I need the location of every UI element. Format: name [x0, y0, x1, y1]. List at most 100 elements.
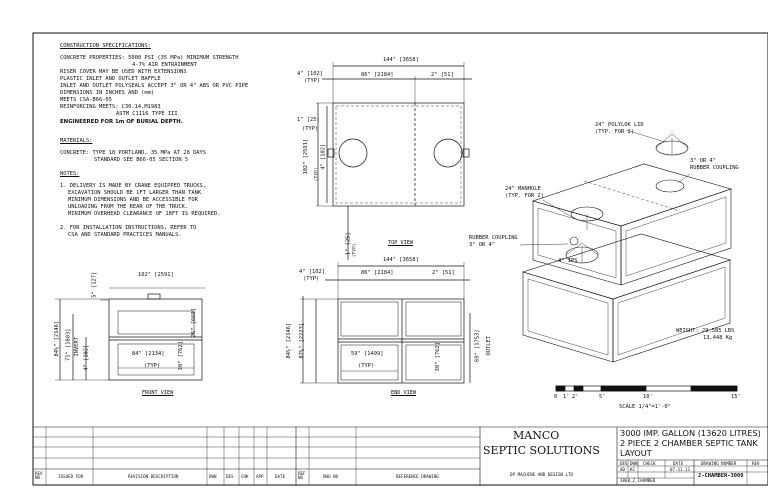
manhole-label: 24" MANHOLE — [505, 186, 541, 192]
dim-front-height: 84½" [2146] — [54, 320, 61, 357]
spec-line: REINFORCING MEETS: C30.14.M1983 — [60, 104, 161, 110]
note-line: EXCAVATION SHOULD BE 1FT LARGER THAN TAN… — [68, 190, 202, 196]
invert-label: INVERT — [74, 336, 81, 357]
note-line: UNLOADING FROM THE REAR OF THE TRUCK. — [68, 204, 189, 210]
weight-kg: 13,448 Kg — [703, 335, 733, 341]
dim-end-overall: 144" [3658] — [383, 257, 419, 263]
drawing-title: LAYOUT — [620, 448, 652, 458]
drawing-title: 3000 IMP. GALLON (13620 LITRES) — [620, 428, 761, 438]
dim-end-wall: 4" [102] — [299, 269, 325, 275]
col-date: DATE — [673, 461, 684, 466]
col-rev-no: REV NO — [35, 471, 43, 481]
end-view-outline — [337, 298, 465, 384]
dim-end-outer-height: 87½" [2223] — [299, 322, 306, 359]
col-issued-for: ISSUED FOR — [58, 474, 84, 479]
dim-outlet-height: 69" [1753] — [474, 329, 481, 362]
dim-front-bottom: 84" [2134] — [132, 351, 165, 357]
col-reference-drawing: REFERENCE DRAWING — [396, 474, 439, 479]
scale-tick: 15' — [731, 394, 741, 400]
end-view-drawing — [300, 262, 471, 384]
sheet-border — [32, 32, 768, 486]
title-block-grid — [33, 426, 768, 485]
materials-line: CONCRETE: TYPE 10 PORTLAND, 35 MPa AT 28… — [60, 150, 207, 156]
dim-typ: (TYP) — [144, 363, 161, 369]
col-des: DES — [620, 461, 628, 466]
col-drawing-number: DRAWING NUMBER — [701, 461, 737, 466]
spec-line: PLASTIC INLET AND OUTLET BAFFLE — [60, 76, 161, 82]
dim-end-chamber: 86" [2184] — [361, 270, 394, 276]
scale-tick: 5' — [599, 394, 606, 400]
designer-name: DP MACHINE AND DESIGN LTD — [510, 472, 574, 477]
drawing-title: 2 PIECE 2 CHAMBER SEPTIC TANK — [620, 438, 758, 448]
top-view-outline — [332, 102, 465, 207]
spec-line: ASTM C1116 TYPE III — [116, 111, 178, 117]
dim-upper-height: 26" [660] — [190, 308, 197, 338]
outlet-label: OUTLET — [486, 335, 493, 356]
dwn-value: KC — [630, 467, 636, 472]
manhole-typ-label: (TYP. FOR 2) — [505, 193, 544, 199]
top-view-title: TOP VIEW — [388, 240, 413, 246]
col-date: DATE — [275, 474, 286, 479]
dim-overall-length: 144" [3658] — [383, 57, 419, 63]
rubber-coupling-label: RUBBER COUPLING — [690, 165, 739, 171]
dim-riser: 5" [127] — [91, 271, 98, 298]
end-view-title: END VIEW — [391, 390, 416, 396]
scale-label: SCALE 1/4"=1'-0" — [619, 404, 671, 410]
lid-label: 24" POLYLOK LID — [595, 122, 644, 128]
lid-typ-label: (TYP. FOR 2) — [595, 129, 634, 135]
dim-chamber-length: 86" [2184] — [361, 72, 394, 78]
dim-typ: (TYP) — [358, 363, 375, 369]
col-revision-description: REVISION DESCRIPTION — [128, 474, 179, 479]
manhole-circle-left — [338, 138, 368, 168]
col-ref-no: REF NO — [298, 471, 306, 481]
dim-typ: (TYP) — [352, 243, 358, 258]
inlet-pipe-size-label: 3" OR 4" — [469, 242, 495, 248]
dim-front-width: 102" [2591] — [138, 272, 174, 278]
dim-side-top: 1" [25] — [297, 117, 320, 123]
dim-lower-height: 30" [762] — [177, 341, 184, 371]
notes-heading: NOTES: — [60, 171, 80, 177]
pipe-size-label: 3" OR 4" — [690, 158, 716, 164]
isometric-drawing — [519, 129, 733, 363]
col-check: CHECK — [643, 461, 656, 466]
front-view-title: FRONT VIEW — [142, 390, 174, 396]
date-value: 07.11.11 — [670, 467, 691, 472]
dim-typ: (TYP) — [303, 276, 320, 282]
company-name: MANCO — [513, 429, 560, 442]
note-line: 2. FOR INSTALLATION INSTRUCTIONS, REFER … — [60, 225, 197, 231]
dim-front-wall: 4" [102] — [83, 344, 90, 371]
burial-depth-note: ENGINEERED FOR 1m OF BURIAL DEPTH. — [60, 119, 183, 125]
col-dwn: DWN — [630, 461, 638, 466]
col-rev: REV — [752, 461, 760, 466]
scale-tick: 0 — [554, 394, 558, 400]
note-line: CSA AND STANDARD PRACTICES MANUALS. — [68, 232, 182, 238]
front-view-drawing — [55, 287, 205, 381]
dim-end-height: 84½" [2146] — [286, 322, 293, 359]
des-value: AD — [620, 467, 626, 472]
dim-end-wall: 4" [102] — [297, 71, 323, 77]
note-line: MINIMUM DIMENSIONS AND BE ACCESSIBLE FOR — [68, 197, 198, 203]
scale-tick: 1' — [563, 394, 570, 400]
dim-baffle-wall: 2" [51] — [431, 72, 454, 78]
file-name: 3000_2_CHAMBER — [620, 478, 656, 483]
materials-line: STANDARD SEE B66-05 SECTION 5 — [94, 157, 189, 163]
note-line: MINIMUM OVERHEAD CLEARANCE OF 18FT IS RE… — [68, 211, 221, 217]
dim-tank-width: 102" [2591] — [303, 138, 310, 175]
spec-line: INLET AND OUTLET POLYSEALS ACCEPT 3" OR … — [60, 83, 249, 89]
spec-line: RISER COVER MAY BE USED WITH EXTENSIONS — [60, 69, 187, 75]
col-dwn: DWN — [209, 474, 217, 479]
specs-heading: CONSTRUCTION SPECIFICATIONS: — [60, 43, 151, 49]
company-name: SEPTIC SOLUTIONS — [483, 444, 600, 457]
spec-line: DIMENSIONS IN INCHES AND (mm) — [60, 90, 155, 96]
dim-inner-wall: 4" [102] — [320, 143, 327, 170]
weight-lbs: WEIGHT: 29,585 LBS — [676, 328, 735, 334]
col-app: APP — [256, 474, 264, 479]
col-des: DES — [226, 474, 234, 479]
dim-end-baffle: 2" [51] — [432, 270, 455, 276]
dim-typ: (TYP) — [302, 126, 319, 132]
inlet-coupling-label: RUBBER COUPLING — [469, 235, 518, 241]
dim-typ: (TYP) — [314, 167, 320, 182]
spec-line: 4-7% AIR ENTRAINMENT — [132, 62, 197, 68]
